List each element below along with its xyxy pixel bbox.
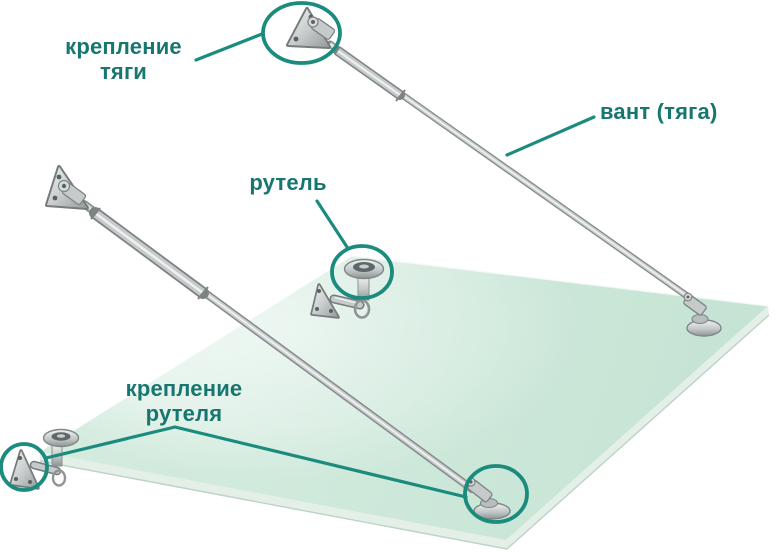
rutel-disc-center [343,258,385,301]
rod-left [80,200,476,493]
label-rod: вант (тяга) [600,99,718,124]
glass-panel [39,255,770,550]
leader-tie-mount [194,32,264,62]
tie-mount-bracket-top [286,7,336,49]
rod-end-fitting-bottom [466,477,511,520]
callout-circle-rutel-mount-right [463,464,529,524]
leader-rutel-mount [44,425,468,499]
label-tie-mount-line1: крепление [65,34,182,59]
label-tie-mount-line2: тяги [99,59,148,84]
rod-end-fitting-right [683,292,722,337]
leader-rutel [315,199,349,249]
callout-circle-rutel [330,244,394,300]
rod-right [326,40,694,302]
tie-mount-bracket-left [45,165,89,210]
label-rutel-mount: крепление рутеля [108,376,260,426]
callout-circle-rutel-mount-left [0,442,49,492]
label-rutel: рутель [249,170,327,195]
glass-edge [40,306,769,549]
label-rutel-mount-line2: рутеля [145,401,223,426]
leader-rod [505,115,596,157]
label-tie-mount: крепление тяги [46,34,201,84]
label-rutel-mount-line1: крепление [125,376,243,401]
